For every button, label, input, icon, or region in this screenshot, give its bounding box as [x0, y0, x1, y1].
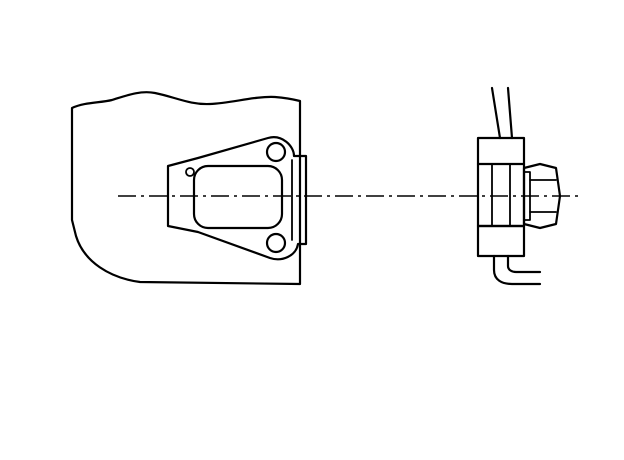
flange-block-lower [476, 224, 526, 258]
flange-plate [166, 136, 308, 261]
locating-pin [185, 167, 195, 177]
engine-body-outline [70, 91, 302, 286]
upper-pipe [490, 86, 514, 140]
pipe-side-view [476, 86, 562, 286]
lower-stud-hole [265, 232, 287, 254]
engine-body [70, 91, 302, 286]
flange-outline [166, 136, 308, 261]
flange-washer [523, 171, 531, 221]
flange-block-middle [476, 162, 526, 228]
upper-stud-hole [265, 141, 287, 163]
nut-facet-lines [529, 179, 557, 213]
flange-nut [522, 162, 562, 230]
flange-inner-lines [491, 163, 511, 227]
lower-pipe [492, 254, 542, 286]
exhaust-port-opening [192, 164, 284, 230]
flange-block-upper [476, 136, 526, 166]
